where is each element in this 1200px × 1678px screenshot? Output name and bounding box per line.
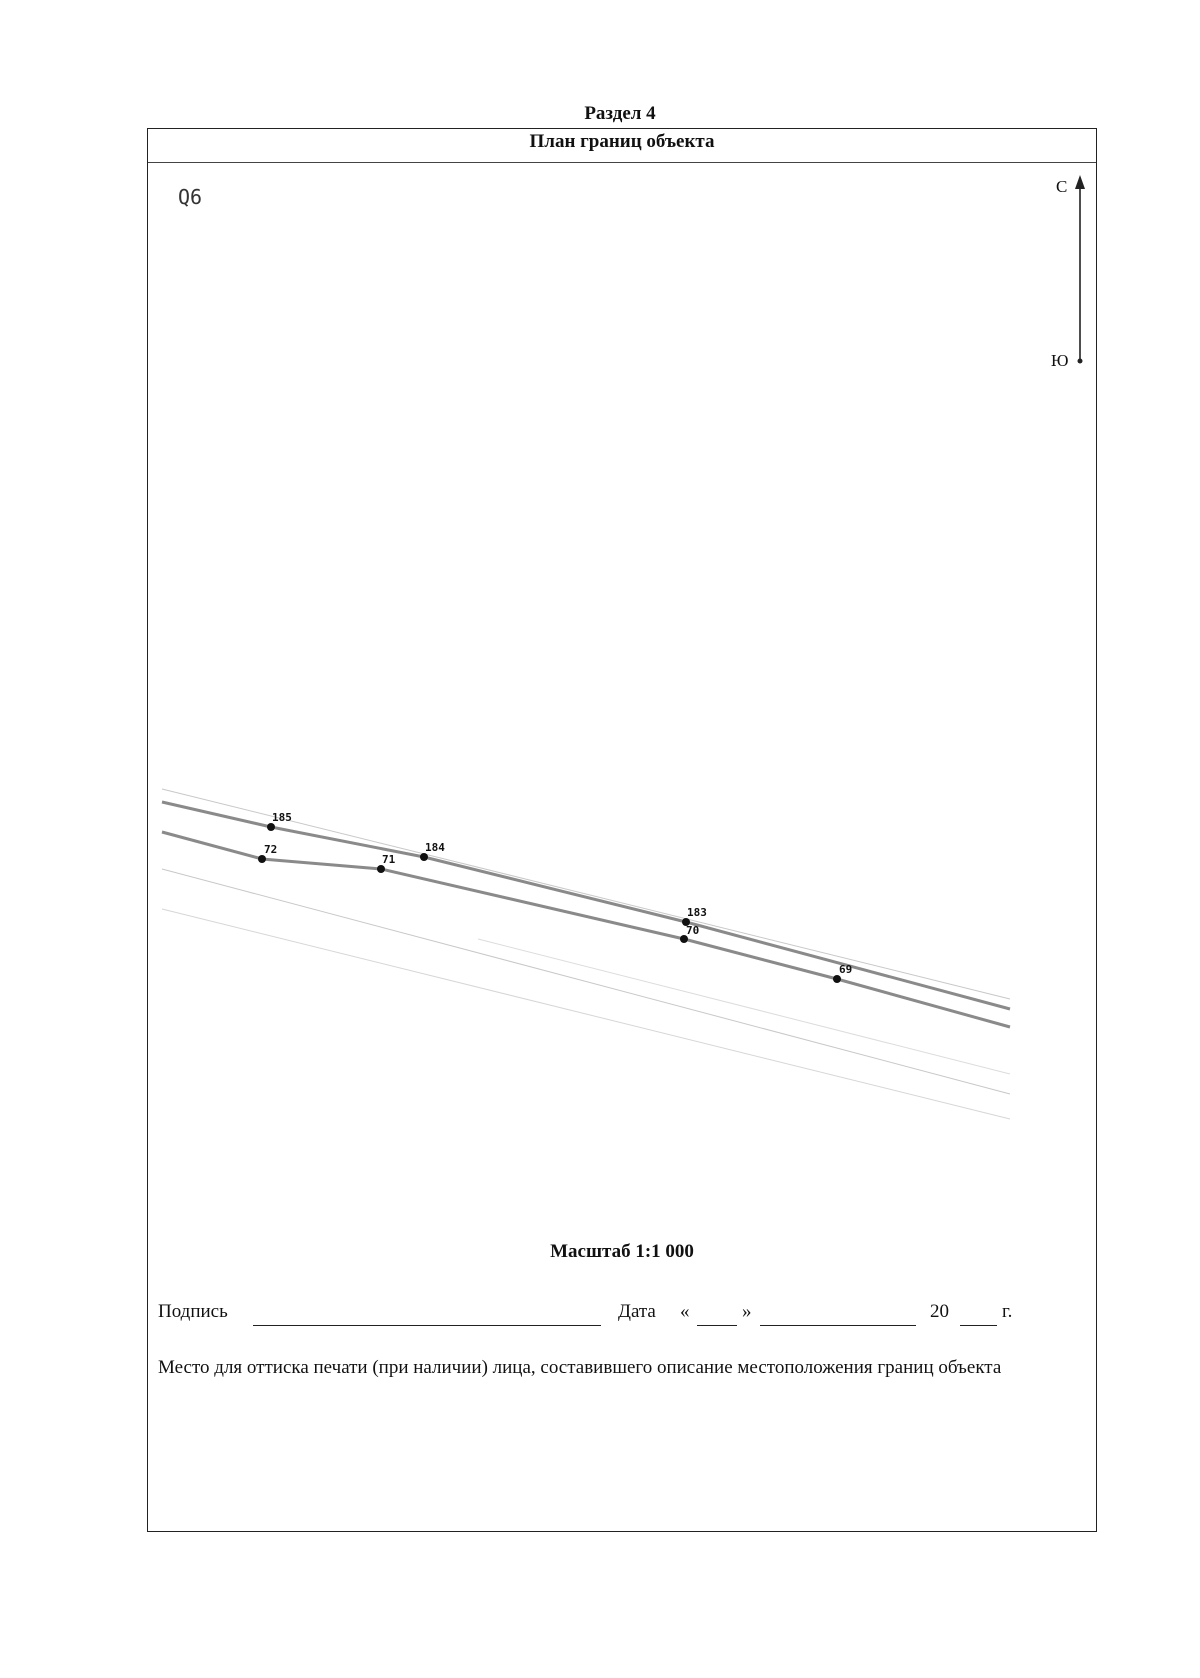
stamp-place-text: Место для оттиска печати (при наличии) л… xyxy=(158,1357,1002,1378)
signature-label: Подпись xyxy=(158,1301,228,1322)
date-label: Дата xyxy=(618,1301,656,1322)
date-day-line[interactable] xyxy=(697,1325,737,1326)
point-label-184: 184 xyxy=(425,841,445,854)
point-label-72: 72 xyxy=(264,843,277,856)
year-suffix: г. xyxy=(1002,1301,1013,1322)
boundary-lines xyxy=(161,800,1011,1029)
date-month-line[interactable] xyxy=(760,1325,916,1326)
scale-label: Масштаб 1:1 000 xyxy=(550,1241,694,1262)
date-quote-close: » xyxy=(742,1301,752,1322)
north-arrow-icon xyxy=(1075,175,1085,364)
point-label-185: 185 xyxy=(272,811,292,824)
boundary-points xyxy=(258,823,841,983)
point-184 xyxy=(420,853,428,861)
point-72 xyxy=(258,855,266,863)
year-prefix: 20 xyxy=(930,1301,949,1322)
point-70 xyxy=(680,935,688,943)
adjacent-lines xyxy=(161,788,1011,1120)
compass-north-label: С xyxy=(1056,177,1068,196)
point-69 xyxy=(833,975,841,983)
point-183 xyxy=(682,918,690,926)
point-label-183: 183 xyxy=(687,906,707,919)
sheet-label: Q6 xyxy=(178,185,203,209)
compass-south-label: Ю xyxy=(1051,351,1069,370)
signature-line[interactable] xyxy=(253,1325,601,1326)
point-label-71: 71 xyxy=(382,853,396,866)
date-year-line[interactable] xyxy=(960,1325,997,1326)
section-title: Раздел 4 xyxy=(584,103,656,124)
plan-frame: План границ объекта Q6 С Ю xyxy=(147,128,1097,1532)
boundary-plan: 185 184 183 72 71 70 69 xyxy=(161,175,1085,1120)
point-label-70: 70 xyxy=(686,924,699,937)
point-185 xyxy=(267,823,275,831)
signature-row: Подпись Дата « » 20 г. xyxy=(158,1301,1078,1331)
plan-title: План границ объекта xyxy=(148,129,1096,163)
date-quote-open: « xyxy=(680,1301,690,1322)
point-labels: 185 184 183 72 71 70 69 xyxy=(264,811,852,976)
point-label-69: 69 xyxy=(839,963,852,976)
point-71 xyxy=(377,865,385,873)
